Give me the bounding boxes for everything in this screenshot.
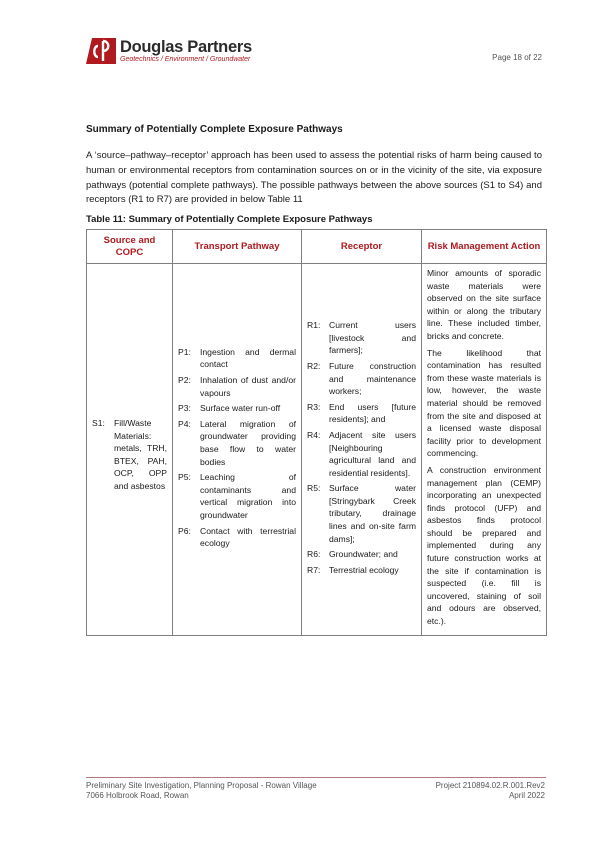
header-source: Source and COPC — [86, 229, 173, 264]
receptor-text: Surface water [Stringybark Creek tributa… — [329, 483, 416, 544]
pathway-code: P6: — [178, 525, 191, 536]
footer-report-title: Preliminary Site Investigation, Planning… — [86, 781, 317, 790]
douglas-partners-logo-icon — [86, 38, 116, 64]
receptor-cell: R1: Current users [livestock and farmers]… — [301, 263, 422, 636]
source-cell: S1: Fill/Waste Materials: metals, TRH, B… — [86, 263, 173, 636]
receptor-code: R6: — [307, 549, 321, 560]
footer-divider — [86, 777, 546, 778]
pathway-code: P1: — [178, 346, 191, 357]
pathway-text: Contact with terrestrial ecology — [200, 525, 296, 549]
table-header-row: Source and COPC Transport Pathway Recept… — [86, 229, 547, 264]
pathway-text: Inhalation of dust and/or vapours — [200, 375, 296, 398]
footer-project-number: Project 210894.02.R.001.Rev2 — [435, 781, 545, 790]
pathway-text: Leaching of contaminants and vertical mi… — [200, 472, 296, 520]
header-receptor: Receptor — [301, 229, 422, 264]
receptor-code: R7: — [307, 564, 321, 575]
company-logo: Douglas Partners Geotechnics / Environme… — [86, 36, 252, 66]
source-code: S1: — [92, 418, 105, 429]
footer-left: Preliminary Site Investigation, Planning… — [86, 781, 317, 801]
page-number: Page 18 of 22 — [492, 53, 542, 62]
pathway-code: P3: — [178, 403, 191, 414]
receptor-text: Terrestrial ecology — [329, 564, 399, 575]
logo-tagline: Geotechnics / Environment / Groundwater — [120, 56, 251, 64]
table-caption: Table 11: Summary of Potentially Complet… — [86, 214, 373, 225]
pathway-text: Ingestion and dermal contact — [200, 346, 296, 370]
logo-name: Douglas Partners — [120, 37, 252, 56]
risk-paragraph: A construction environment management pl… — [427, 464, 541, 627]
source-text: Fill/Waste Materials: metals, TRH, BTEX,… — [114, 418, 167, 491]
receptor-text: Adjacent site users [Neighbouring agricu… — [329, 429, 416, 478]
pathway-text: Surface water run-off — [200, 403, 281, 414]
receptor-text: Current users [livestock and farmers]; — [329, 320, 416, 356]
receptor-code: R1: — [307, 320, 321, 331]
exposure-pathways-table: Source and COPC Transport Pathway Recept… — [86, 229, 547, 636]
table-row: S1: Fill/Waste Materials: metals, TRH, B… — [86, 263, 547, 636]
footer-right: Project 210894.02.R.001.Rev2 April 2022 — [436, 781, 545, 801]
risk-paragraph: Minor amounts of sporadic waste material… — [427, 268, 541, 341]
receptor-code: R2: — [307, 360, 321, 371]
pathway-code: P4: — [178, 418, 191, 429]
pathway-text: Lateral migration of groundwater providi… — [200, 418, 296, 467]
receptor-text: Future construction and maintenance work… — [329, 360, 416, 397]
receptor-text: End users [future residents]; and — [329, 401, 416, 425]
risk-paragraph: The likelihood that contamination has re… — [427, 347, 541, 459]
footer-address: 7066 Holbrook Road, Rowan — [86, 791, 189, 800]
pathway-cell: P1: Ingestion and dermal contact P2: Inhal… — [172, 263, 302, 636]
pathway-code: P5: — [178, 472, 191, 483]
header-pathway: Transport Pathway — [172, 229, 302, 264]
pathway-code: P2: — [178, 375, 191, 386]
footer-date: April 2022 — [508, 791, 545, 800]
receptor-code: R3: — [307, 401, 321, 412]
receptor-code: R5: — [307, 483, 321, 494]
section-title: Summary of Potentially Complete Exposure… — [86, 124, 343, 135]
intro-paragraph: A ‘source–pathway–receptor’ approach has… — [86, 150, 542, 206]
receptor-text: Groundwater; and — [329, 549, 398, 560]
header-risk: Risk Management Action — [421, 229, 547, 264]
risk-cell: Minor amounts of sporadic waste material… — [421, 263, 547, 636]
receptor-code: R4: — [307, 429, 321, 440]
